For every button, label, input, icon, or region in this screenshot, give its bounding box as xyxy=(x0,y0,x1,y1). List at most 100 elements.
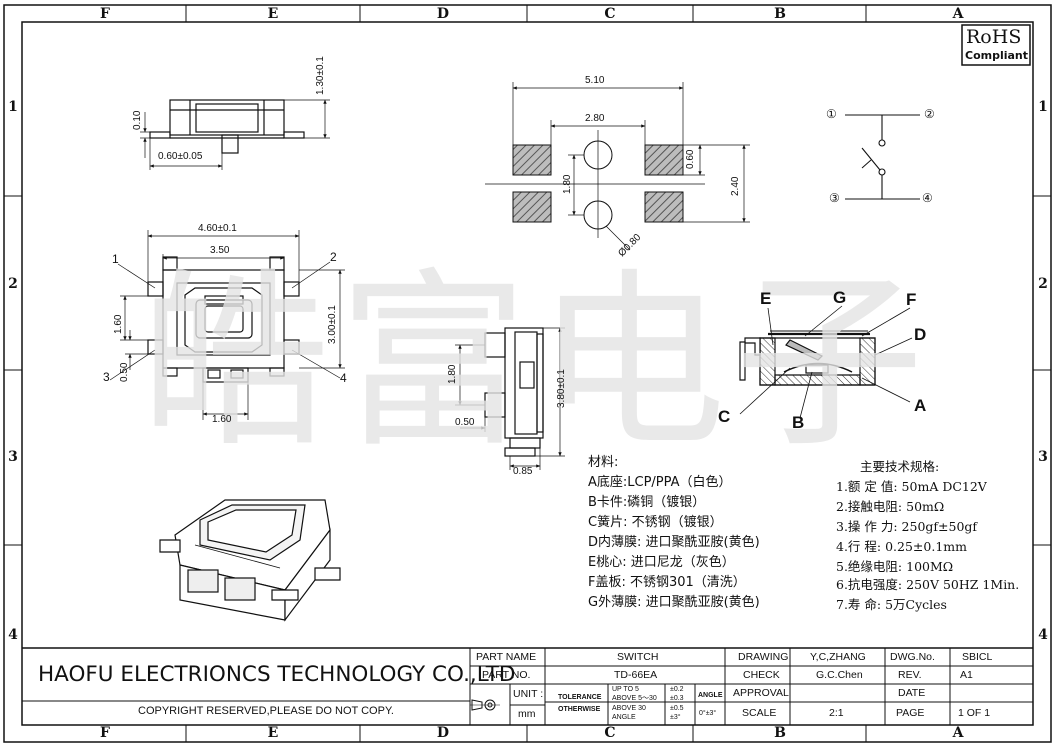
spec-item: 5.绝缘电阻: 100MΩ xyxy=(836,559,954,574)
dim-pcb-total-height: 2.40 xyxy=(730,176,741,196)
spec-item: 3.操 作 力: 250gf±50gf xyxy=(836,519,978,534)
switch-schematic xyxy=(845,114,920,200)
zone-row-4-left: 4 xyxy=(8,627,18,643)
check-value: G.C.Chen xyxy=(816,669,863,681)
specs-heading: 主要技术规格: xyxy=(860,459,940,474)
callout-d: D xyxy=(914,325,927,344)
dim-top-pin-height: 0.50 xyxy=(119,362,130,382)
part-name-label: PART NAME xyxy=(476,651,537,663)
spec-item: 7.寿 命: 5万Cycles xyxy=(836,597,947,612)
dwg-no-label: DWG.No. xyxy=(890,651,935,663)
dim-front-height: 3.80±0.1 xyxy=(556,369,567,408)
rohs-mark: RoHS xyxy=(966,26,1022,48)
part-no-label: PART NO. xyxy=(482,669,531,681)
rev-label: REV. xyxy=(898,669,922,681)
tol-range: ABOVE 5～30 xyxy=(612,695,657,702)
isometric-view xyxy=(159,499,341,622)
dim-pcb-pad-height: 0.60 xyxy=(685,149,696,169)
part-no-value: TD-66EA xyxy=(614,669,658,681)
tolerance-label: TOLERANCE xyxy=(558,694,602,701)
dim-front-pad-span: 1.80 xyxy=(447,364,458,384)
top-view xyxy=(109,230,345,420)
callout-g: G xyxy=(833,288,847,307)
callout-e: E xyxy=(760,289,772,308)
dim-top-body-height: 3.00±0.1 xyxy=(327,305,338,344)
zone-row-2-left: 2 xyxy=(8,276,18,292)
pin-label-4: 4 xyxy=(340,371,347,385)
zone-col-f-top: F xyxy=(100,6,110,22)
zone-col-b-top: B xyxy=(774,6,786,22)
zone-row-1-left: 1 xyxy=(8,99,18,115)
spec-item: 2.接触电阻: 50mΩ xyxy=(836,499,945,514)
rohs-compliant: Compliant xyxy=(965,49,1029,62)
part-name-value: SWITCH xyxy=(617,651,659,663)
page-value: 1 OF 1 xyxy=(958,707,991,719)
zone-row-4-right: 4 xyxy=(1038,627,1048,643)
angle-label: ANGLE xyxy=(698,692,723,699)
rev-value: A1 xyxy=(960,669,973,681)
title-block xyxy=(22,647,1033,725)
dwg-no-value: SBICL xyxy=(962,651,993,663)
zone-col-d-bottom: D xyxy=(436,725,450,741)
zone-col-a-top: A xyxy=(952,6,964,22)
schematic-pin-2: ② xyxy=(924,107,935,121)
dim-pcb-total-width: 5.10 xyxy=(585,75,605,86)
unit-value: mm xyxy=(518,708,536,720)
sheet-frame xyxy=(3,4,1052,743)
materials-heading: 材料: xyxy=(588,455,619,470)
callout-a: A xyxy=(914,396,927,415)
zone-col-c-top: C xyxy=(604,6,616,22)
pin-label-2: 2 xyxy=(330,250,337,264)
schematic-pin-3: ③ xyxy=(829,191,840,205)
front-view xyxy=(455,327,565,470)
dim-top-inner-width: 3.50 xyxy=(210,245,230,256)
drawing-label: DRAWING xyxy=(738,651,789,663)
pin-label-3: 3 xyxy=(103,370,110,384)
page-label: PAGE xyxy=(896,707,925,719)
approval-label: APPROVAL xyxy=(733,687,789,699)
tol-value: ±0.5 xyxy=(670,705,684,712)
dim-side-thickness: 0.10 xyxy=(132,110,143,130)
unit-label: UNIT : xyxy=(513,688,544,700)
watermark: 皓富电子 xyxy=(140,252,933,473)
tol-range: ANGLE xyxy=(612,714,636,721)
date-label: DATE xyxy=(898,687,926,699)
callout-f: F xyxy=(906,290,917,309)
copyright-note: COPYRIGHT RESERVED,PLEASE DO NOT COPY. xyxy=(138,705,394,717)
cross-section xyxy=(739,305,913,419)
otherwise-label: OTHERWISE xyxy=(558,706,601,713)
side-view xyxy=(140,99,330,170)
material-item: F盖板: 不锈钢301（清洗） xyxy=(588,575,746,590)
material-item: A底座:LCP/PPA（白色） xyxy=(588,475,732,490)
tol-range: UP TO 5 xyxy=(612,686,639,693)
schematic-pin-1: ① xyxy=(826,107,837,121)
pcb-footprint xyxy=(485,82,750,251)
zone-col-b-bottom: B xyxy=(774,725,786,741)
schematic-pin-4: ④ xyxy=(922,191,933,205)
scale-label: SCALE xyxy=(742,707,777,719)
zone-col-f-bottom: F xyxy=(100,725,110,741)
dim-pcb-hole-pitch: 1.80 xyxy=(562,174,573,194)
tol-value: ±3° xyxy=(670,714,681,721)
rohs-box xyxy=(961,24,1031,66)
dim-top-left-height: 1.60 xyxy=(113,314,124,334)
material-item: D内薄膜: 进口聚酰亚胺(黄色) xyxy=(588,535,760,550)
dim-side-height: 1.30±0.1 xyxy=(315,56,326,95)
dim-front-foot: 0.85 xyxy=(513,466,533,477)
dim-front-pad-width: 0.50 xyxy=(455,417,475,428)
spec-item: 4.行 程: 0.25±0.1mm xyxy=(836,539,967,554)
zone-row-3-right: 3 xyxy=(1038,449,1048,465)
zone-row-3-left: 3 xyxy=(8,449,18,465)
zone-col-d-top: D xyxy=(436,6,450,22)
dim-top-bottom-width: 1.60 xyxy=(212,414,232,425)
angle-value: 0°±3° xyxy=(699,710,717,717)
pin-label-1: 1 xyxy=(112,252,119,266)
spec-item: 1.额 定 值: 50mA DC12V xyxy=(836,479,987,494)
check-label: CHECK xyxy=(743,669,780,681)
zone-col-e-bottom: E xyxy=(267,725,279,741)
spec-item: 6.抗电强度: 250V 50HZ 1Min. xyxy=(836,577,1020,592)
zone-row-2-right: 2 xyxy=(1038,276,1048,292)
drawing-value: Y,C,ZHANG xyxy=(810,651,866,663)
dim-pcb-hole-span: 2.80 xyxy=(585,113,605,124)
